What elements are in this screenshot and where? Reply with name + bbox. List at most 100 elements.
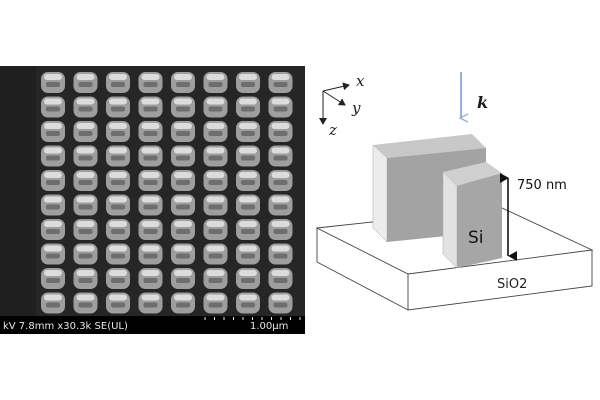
sio2-label: SiO2 (497, 277, 527, 292)
sem-pillar (41, 96, 65, 118)
si-label: Si (468, 228, 484, 248)
sem-pillar (138, 170, 163, 191)
sem-pillar (41, 292, 65, 314)
sem-pillar (236, 243, 260, 265)
sem-pillar (268, 292, 293, 314)
sem-pillar (268, 194, 293, 216)
pillar-array (41, 72, 293, 314)
sem-info-text: kV 7.8mm x30.3k SE(UL) (3, 321, 128, 332)
sem-pillar (138, 268, 163, 289)
sem-info-bar (0, 316, 305, 334)
sem-pillar (138, 292, 163, 314)
sem-pillar (41, 145, 65, 167)
sem-pillar (106, 170, 130, 191)
sem-pillar (106, 121, 130, 142)
sem-pillar (236, 121, 260, 142)
sem-pillar (41, 268, 65, 289)
sem-pillar (73, 219, 98, 240)
sem-pillar (203, 170, 228, 191)
sem-pillar (236, 268, 260, 289)
sem-pillar (171, 145, 195, 167)
coordinate-axes: x y z (319, 72, 365, 139)
sem-pillar (73, 96, 98, 118)
sem-pillar (73, 145, 98, 167)
z-axis-label: z (328, 121, 337, 139)
si-pillar-front (457, 173, 502, 268)
sem-pillar (73, 170, 98, 191)
sem-pillar (268, 170, 293, 191)
sem-scale-label: 1.00µm (250, 321, 288, 332)
sem-pillar (106, 145, 130, 167)
sem-pillar (268, 243, 293, 265)
sem-pillar (171, 292, 195, 314)
sem-pillar (73, 292, 98, 314)
sem-left-gap (0, 66, 36, 316)
sem-pillar (268, 219, 293, 240)
sem-pillar (106, 194, 130, 216)
si-pillar-side (442, 171, 458, 269)
sem-pillar (138, 72, 163, 93)
sem-pillar (236, 145, 260, 167)
sem-pillar (171, 194, 195, 216)
sem-pillar (138, 145, 163, 167)
sem-pillar (41, 194, 65, 216)
sem-pillar (236, 292, 260, 314)
back-pillar-top (373, 134, 486, 158)
x-axis-label: x (356, 72, 365, 90)
substrate-left-edge (316, 228, 409, 311)
sem-pillar (171, 219, 195, 240)
sem-pillar (138, 243, 163, 265)
back-pillar-side (372, 144, 388, 243)
sem-scale-ticks (204, 317, 301, 320)
sem-pillar (138, 219, 163, 240)
si-pillar-top (443, 162, 502, 186)
sem-pillar (171, 268, 195, 289)
y-axis-arrow (322, 90, 346, 106)
pillar-schematic: x y z k Si 750 nm SiO2 (315, 72, 594, 311)
y-axis-label: y (351, 99, 361, 117)
si-pillar: Si (442, 162, 502, 269)
sem-pillar (138, 121, 163, 142)
sem-pillar (203, 268, 228, 289)
sem-pillar (41, 219, 65, 240)
sem-micrograph: kV 7.8mm x30.3k SE(UL) 1.00µm (0, 66, 305, 334)
wave-vector: k (461, 72, 488, 118)
x-axis-arrow (322, 82, 350, 92)
sem-pillar (203, 145, 228, 167)
sem-pillar (203, 96, 228, 118)
sem-pillar (73, 243, 98, 265)
sem-pillar (106, 96, 130, 118)
sem-pillar (203, 292, 228, 314)
sem-pillar (203, 121, 228, 142)
height-label: 750 nm (517, 178, 567, 193)
sem-pillar (106, 268, 130, 289)
sem-pillar (106, 72, 130, 93)
sem-pillar (106, 219, 130, 240)
sem-pillar (171, 96, 195, 118)
sem-pillar (171, 243, 195, 265)
sem-pillar (203, 243, 228, 265)
sem-pillar (41, 121, 65, 142)
sem-pillar (236, 194, 260, 216)
sem-pillar (236, 96, 260, 118)
sem-pillar (171, 72, 195, 93)
sem-pillar (73, 121, 98, 142)
substrate-front-edge (407, 250, 593, 311)
sem-pillar (41, 72, 65, 93)
k-label: k (477, 93, 488, 112)
sem-pillar (41, 243, 65, 265)
sem-pillar (138, 194, 163, 216)
sem-pillar (73, 72, 98, 93)
sem-pillar (138, 96, 163, 118)
sem-pillar (203, 219, 228, 240)
height-dimension: 750 nm (500, 173, 567, 261)
sem-pillar (41, 170, 65, 191)
sem-pillar (106, 292, 130, 314)
sem-pillar (203, 194, 228, 216)
sem-pillar (171, 170, 195, 191)
sem-pillar (203, 72, 228, 93)
sem-pillar (268, 121, 293, 142)
sem-pillar (268, 145, 293, 167)
sem-pillar (106, 243, 130, 265)
sem-pillar (268, 268, 293, 289)
